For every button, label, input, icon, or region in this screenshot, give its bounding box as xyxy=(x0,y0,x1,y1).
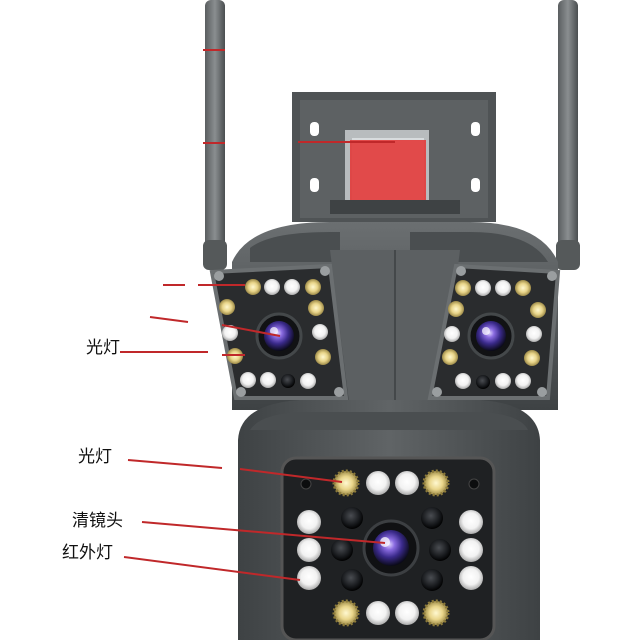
mounting-bracket xyxy=(292,92,496,222)
lower-lens-panel xyxy=(280,456,496,640)
callout-label: 清镜头 xyxy=(72,511,123,531)
callout-label: 光灯 xyxy=(86,338,120,358)
callout-label: 红外灯 xyxy=(62,543,113,563)
left-lens-module xyxy=(209,263,349,400)
antenna-left xyxy=(203,0,227,270)
callout-leader-lines xyxy=(120,49,395,581)
antenna-right xyxy=(556,0,580,270)
right-lens-module xyxy=(427,263,561,400)
callout-label: 光灯 xyxy=(78,447,112,467)
